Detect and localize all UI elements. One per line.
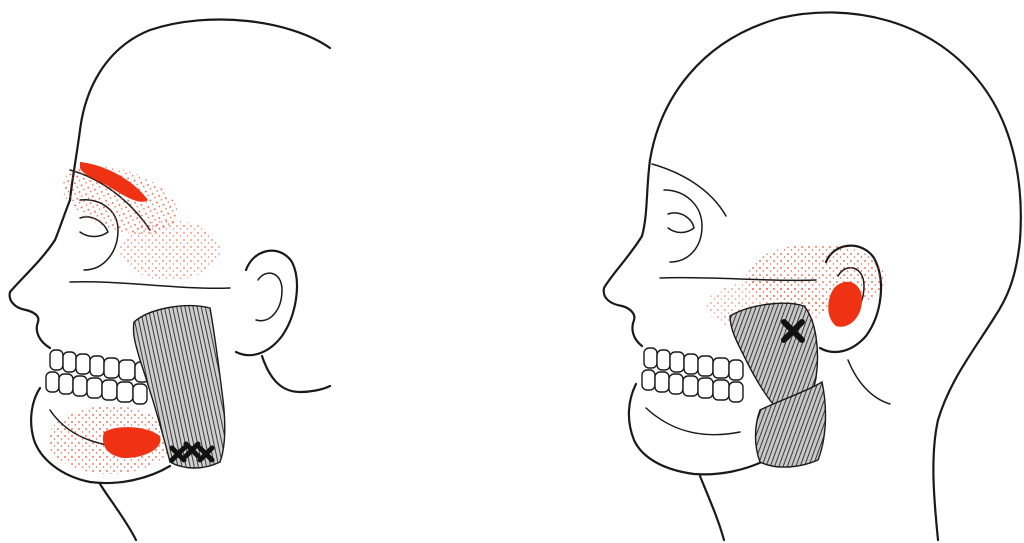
neck-front-outline (700, 476, 724, 540)
forehead-outline (642, 160, 650, 236)
nose-outline (10, 240, 55, 322)
right-head-figure (590, 0, 1024, 543)
eye-socket (664, 190, 702, 262)
neck-back-outline (262, 356, 330, 392)
brow-line (652, 164, 726, 216)
chin-outline (629, 384, 766, 474)
nose-outline (604, 236, 642, 320)
brow-pain-zone (54, 153, 220, 280)
neck-back-outline (933, 318, 994, 540)
neck-muscle-line (848, 360, 890, 404)
left-head-figure (0, 0, 420, 543)
ear-outline (236, 251, 297, 355)
right-head-drawing (590, 0, 1024, 543)
zygomatic-arch (70, 282, 230, 289)
eye-lid (668, 213, 694, 233)
jaw-pain-zone (48, 406, 172, 474)
ear-inner (256, 273, 282, 321)
upper-lip-outline (632, 320, 642, 346)
upper-lip-outline (37, 322, 50, 348)
forehead-outline (55, 200, 70, 240)
left-head-drawing (0, 0, 420, 543)
mandible-line (646, 408, 740, 435)
neck-front-outline (100, 484, 136, 540)
